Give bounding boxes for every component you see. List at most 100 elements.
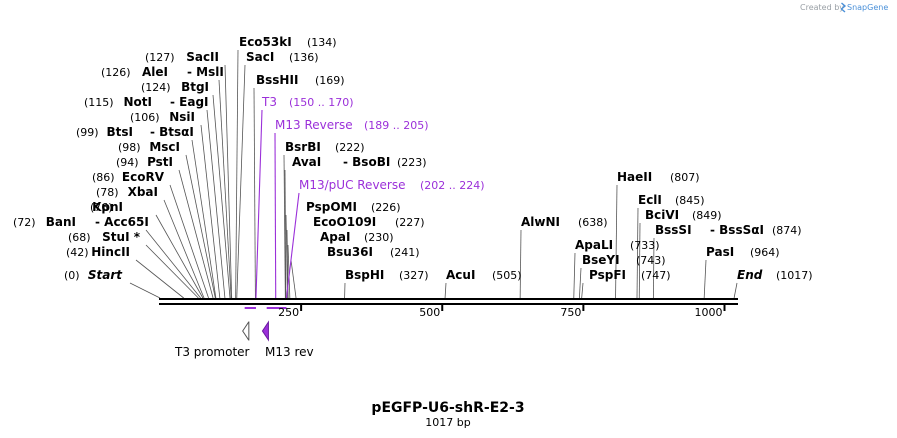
site-partner-noti[interactable]: - EagI	[170, 95, 209, 109]
site-name-bseyi[interactable]: BseYI	[582, 253, 620, 267]
leader-bseyi	[579, 267, 582, 299]
leader-bsu36i	[290, 259, 297, 299]
site-name-kpni[interactable]: KpnI	[92, 200, 123, 214]
leader-haeii	[615, 184, 618, 299]
site-pos-noti: (115)	[84, 96, 114, 109]
site-name-stui[interactable]: StuI *	[102, 230, 141, 244]
primer-leader-m13puc	[285, 192, 300, 299]
leader-eco53ki	[235, 49, 239, 299]
site-name-ecli[interactable]: EclI	[638, 193, 662, 207]
credit-text: Created by	[800, 3, 844, 12]
site-partner-alei[interactable]: - MslI	[187, 65, 224, 79]
site-name-bsu36i[interactable]: Bsu36I	[327, 245, 373, 259]
ruler-tick-label-500: 500	[419, 306, 440, 319]
leader-xbai	[163, 199, 205, 299]
primer-name-m13puc[interactable]: M13/pUC Reverse	[299, 178, 406, 192]
leader-bsrbi	[283, 154, 286, 299]
site-name-bani[interactable]: BanI	[46, 215, 76, 229]
site-pos-xbai: (78)	[96, 186, 119, 199]
site-partner-bani[interactable]: - Acc65I	[95, 215, 149, 229]
leader-ecli	[636, 207, 639, 299]
leader-avai	[284, 169, 287, 299]
site-name-start[interactable]: Start	[88, 268, 123, 282]
site-name-hincii[interactable]: HincII	[91, 245, 130, 259]
feature-track[interactable]: T3 promoter M13 rev	[174, 320, 314, 359]
site-name-end[interactable]: End	[737, 268, 763, 282]
site-pos-nsii: (106)	[130, 111, 160, 124]
site-pos-bsssi: (874)	[772, 224, 802, 237]
site-pos-hincii: (42)	[66, 246, 89, 259]
primer-range-m13rev: (189 .. 205)	[364, 119, 429, 132]
ruler-tick-label-250: 250	[278, 306, 299, 319]
leader-pspomi	[285, 214, 288, 299]
site-pos-btgi: (124)	[141, 81, 171, 94]
site-name-bsrbi[interactable]: BsrBI	[285, 140, 321, 154]
leader-apai	[287, 244, 291, 299]
leader-end	[733, 282, 738, 299]
restriction-site-labels[interactable]: (0)Start(42)HincII(68)StuI *(72)BanI- Ac…	[13, 35, 813, 282]
leader-psti	[178, 169, 214, 299]
site-pos-pspomi: (226)	[371, 201, 401, 214]
site-name-apai[interactable]: ApaI	[320, 230, 350, 244]
site-name-btgi[interactable]: BtgI	[181, 80, 209, 94]
site-name-acui[interactable]: AcuI	[446, 268, 475, 282]
site-name-nsii[interactable]: NsiI	[169, 110, 195, 124]
site-pos-haeii: (807)	[670, 171, 700, 184]
leader-msci	[185, 154, 216, 299]
site-pos-bani: (72)	[13, 216, 36, 229]
site-name-ecorv[interactable]: EcoRV	[122, 170, 165, 184]
plasmid-length: 1017 bp	[425, 416, 470, 429]
site-name-bsphi[interactable]: BspHI	[345, 268, 384, 282]
site-name-haeii[interactable]: HaeII	[617, 170, 652, 184]
site-pos-psti: (94)	[116, 156, 139, 169]
site-pos-bseyi: (743)	[636, 254, 666, 267]
site-partner-avai[interactable]: - BsoBI	[343, 155, 390, 169]
feature-label-t3promoter[interactable]: T3 promoter	[174, 345, 250, 359]
site-name-bsssi[interactable]: BssSI	[655, 223, 692, 237]
site-pos-alwni: (638)	[578, 216, 608, 229]
site-name-apali[interactable]: ApaLI	[575, 238, 613, 252]
primer-range-m13puc: (202 .. 224)	[420, 179, 485, 192]
primer-leader-m13rev	[274, 132, 277, 299]
site-name-alei[interactable]: AleI	[142, 65, 168, 79]
leader-apali	[573, 252, 576, 299]
leader-saci	[236, 64, 246, 299]
site-name-btsi[interactable]: BtsI	[107, 125, 134, 139]
feature-label-m13revfeat[interactable]: M13 rev	[265, 345, 314, 359]
primer-labels[interactable]: T3(150 .. 170)M13 Reverse(189 .. 205)M13…	[261, 95, 485, 192]
site-name-avai[interactable]: AvaI	[292, 155, 321, 169]
site-pos-start: (0)	[64, 269, 80, 282]
site-name-alwni[interactable]: AlwNI	[521, 215, 560, 229]
leader-start	[129, 282, 161, 299]
primer-name-t3[interactable]: T3	[261, 95, 277, 109]
site-name-bsshii[interactable]: BssHII	[256, 73, 298, 87]
feature-arrow-m13revfeat[interactable]	[261, 320, 269, 342]
ruler-tick-label-750: 750	[560, 306, 581, 319]
site-name-msci[interactable]: MscI	[149, 140, 180, 154]
site-pos-apali: (733)	[630, 239, 660, 252]
site-pos-avai: (223)	[397, 156, 427, 169]
leader-nsii	[200, 124, 221, 299]
site-partner-btsi[interactable]: - BtsαI	[150, 125, 194, 139]
site-name-eco53ki[interactable]: Eco53kI	[239, 35, 292, 49]
site-pos-ecli: (845)	[675, 194, 705, 207]
site-pos-acui: (505)	[492, 269, 522, 282]
site-name-bcivi[interactable]: BciVI	[645, 208, 679, 222]
site-name-pspfi[interactable]: PspFI	[589, 268, 626, 282]
site-name-psti[interactable]: PstI	[147, 155, 173, 169]
site-pos-pspfi: (747)	[641, 269, 671, 282]
primer-name-m13rev[interactable]: M13 Reverse	[275, 118, 353, 132]
site-pos-apai: (230)	[364, 231, 394, 244]
site-name-noti[interactable]: NotI	[124, 95, 153, 109]
site-name-pasi[interactable]: PasI	[706, 245, 734, 259]
site-name-sacii[interactable]: SacII	[186, 50, 219, 64]
site-name-ecoo109i[interactable]: EcoO109I	[313, 215, 376, 229]
feature-arrow-t3promoter[interactable]	[242, 321, 250, 341]
site-name-pspomi[interactable]: PspOMI	[306, 200, 357, 214]
leader-pspfi	[581, 282, 584, 299]
site-partner-bsssi[interactable]: - BssSαI	[710, 223, 764, 237]
site-name-xbai[interactable]: XbaI	[128, 185, 158, 199]
site-name-saci[interactable]: SacI	[246, 50, 274, 64]
